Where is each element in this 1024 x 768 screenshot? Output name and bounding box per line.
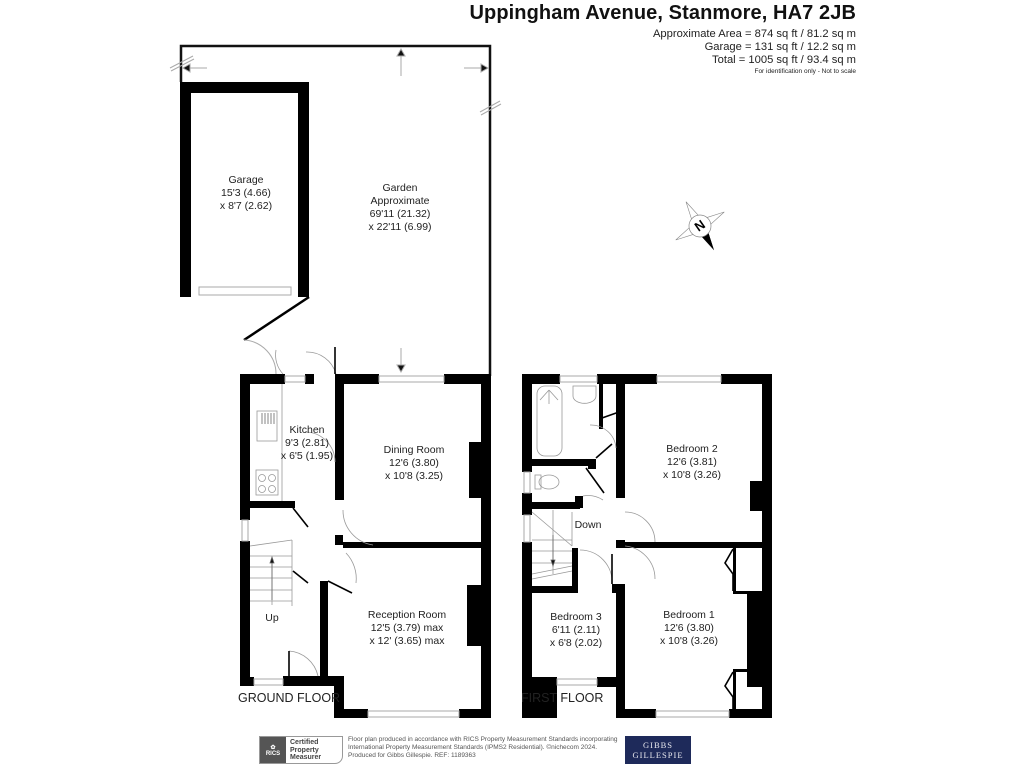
room-label-kitchen: Kitchen 9'3 (2.81) x 6'5 (1.95) xyxy=(281,424,333,463)
room-dimension: 12'6 (3.80) xyxy=(664,622,714,634)
measurement-statement: Floor plan produced in accordance with R… xyxy=(348,736,618,760)
footer: ✿ RICS Certified Property Measurer Floor… xyxy=(259,736,691,764)
room-dimension: 12'6 (3.81) xyxy=(667,456,717,468)
ground-floor-walls xyxy=(240,374,491,718)
room-dimension: 15'3 (4.66) xyxy=(221,187,271,199)
first-floor-windows xyxy=(523,375,730,718)
first-floor-arrow xyxy=(550,535,556,568)
rics-badge: ✿ RICS Certified Property Measurer xyxy=(259,736,343,764)
garage-door xyxy=(198,286,292,296)
garden-dimension-arrows xyxy=(181,47,490,374)
room-dimension: x 10'8 (3.26) xyxy=(662,469,722,481)
boundary-break-marks xyxy=(169,55,502,116)
room-name: Bedroom 3 xyxy=(550,611,602,623)
room-name: Garage xyxy=(228,174,264,186)
agent-logo: GIBBS GILLESPIE xyxy=(625,736,691,764)
room-dimension: 69'11 (21.32) xyxy=(369,208,431,220)
room-name: Bedroom 1 xyxy=(663,609,715,621)
rics-globe-icon: ✿ xyxy=(270,744,276,751)
room-qualifier: Approximate xyxy=(370,195,430,207)
room-dimension: 12'5 (3.79) max xyxy=(370,622,444,634)
ground-floor-windows xyxy=(241,375,460,718)
room-dimension: x 6'8 (2.02) xyxy=(549,637,603,649)
room-name: Garden xyxy=(382,182,418,194)
first-floor-doors xyxy=(585,411,734,709)
total-area: Total = 1005 sq ft / 93.4 sq m xyxy=(712,54,856,66)
room-label-reception-room: Reception Room 12'5 (3.79) max x 12' (3.… xyxy=(368,609,446,648)
garage-area: Garage = 131 sq ft / 12.2 sq m xyxy=(704,41,856,53)
garage-side-fence xyxy=(243,295,310,342)
room-label-garden: Garden Approximate 69'11 (21.32) x 22'11… xyxy=(368,182,431,234)
first-floor-walls xyxy=(522,374,772,718)
room-dimension: x 12' (3.65) max xyxy=(369,635,445,647)
north-arrow-icon: N xyxy=(670,196,730,256)
stairs-down-label: Down xyxy=(574,519,602,531)
gate-swing xyxy=(243,339,277,375)
property-address-title: Uppingham Avenue, Stanmore, HA7 2JB xyxy=(469,2,856,24)
ground-floor-fixtures xyxy=(249,349,374,677)
rics-logo: ✿ RICS xyxy=(260,737,286,763)
room-dimension: 12'6 (3.80) xyxy=(389,457,439,469)
room-dimension: x 10'8 (3.26) xyxy=(659,635,719,647)
room-name: Dining Room xyxy=(383,444,445,456)
ground-floor-doors xyxy=(288,347,353,676)
room-label-bedroom-3: Bedroom 3 6'11 (2.11) x 6'8 (2.02) xyxy=(550,611,602,650)
room-dimension: x 10'8 (3.25) xyxy=(384,470,444,482)
garden-boundary xyxy=(179,44,492,376)
ground-floor-label: GROUND FLOOR xyxy=(238,691,341,705)
room-dimension: 6'11 (2.11) xyxy=(551,624,601,636)
first-floor-label: FIRST FLOOR xyxy=(521,691,604,705)
room-dimension: x 22'11 (6.99) xyxy=(368,221,432,233)
room-label-garage: Garage 15'3 (4.66) x 8'7 (2.62) xyxy=(220,174,272,213)
rics-certification: Certified Property Measurer xyxy=(290,739,322,761)
area-summary: Approximate Area = 874 sq ft / 81.2 sq m… xyxy=(653,28,856,76)
scale-disclaimer: For identification only - Not to scale xyxy=(754,68,856,75)
stairs-up-label: Up xyxy=(265,612,279,624)
room-name: Kitchen xyxy=(289,424,325,436)
room-dimension: x 8'7 (2.62) xyxy=(219,200,273,212)
room-dimension: 9'3 (2.81) xyxy=(284,437,330,449)
approximate-area: Approximate Area = 874 sq ft / 81.2 sq m xyxy=(652,28,856,40)
ground-floor-arrow xyxy=(269,555,275,600)
room-name: Bedroom 2 xyxy=(666,443,718,455)
room-label-dining-room: Dining Room 12'6 (3.80) x 10'8 (3.25) xyxy=(384,444,445,483)
first-floor-fixtures xyxy=(531,385,656,585)
room-label-bedroom-2: Bedroom 2 12'6 (3.81) x 10'8 (3.26) xyxy=(663,443,721,482)
room-name: Reception Room xyxy=(367,609,447,621)
room-label-bedroom-1: Bedroom 1 12'6 (3.80) x 10'8 (3.26) xyxy=(660,609,718,648)
garage-walls xyxy=(180,82,309,297)
room-dimension: x 6'5 (1.95) xyxy=(280,450,334,462)
